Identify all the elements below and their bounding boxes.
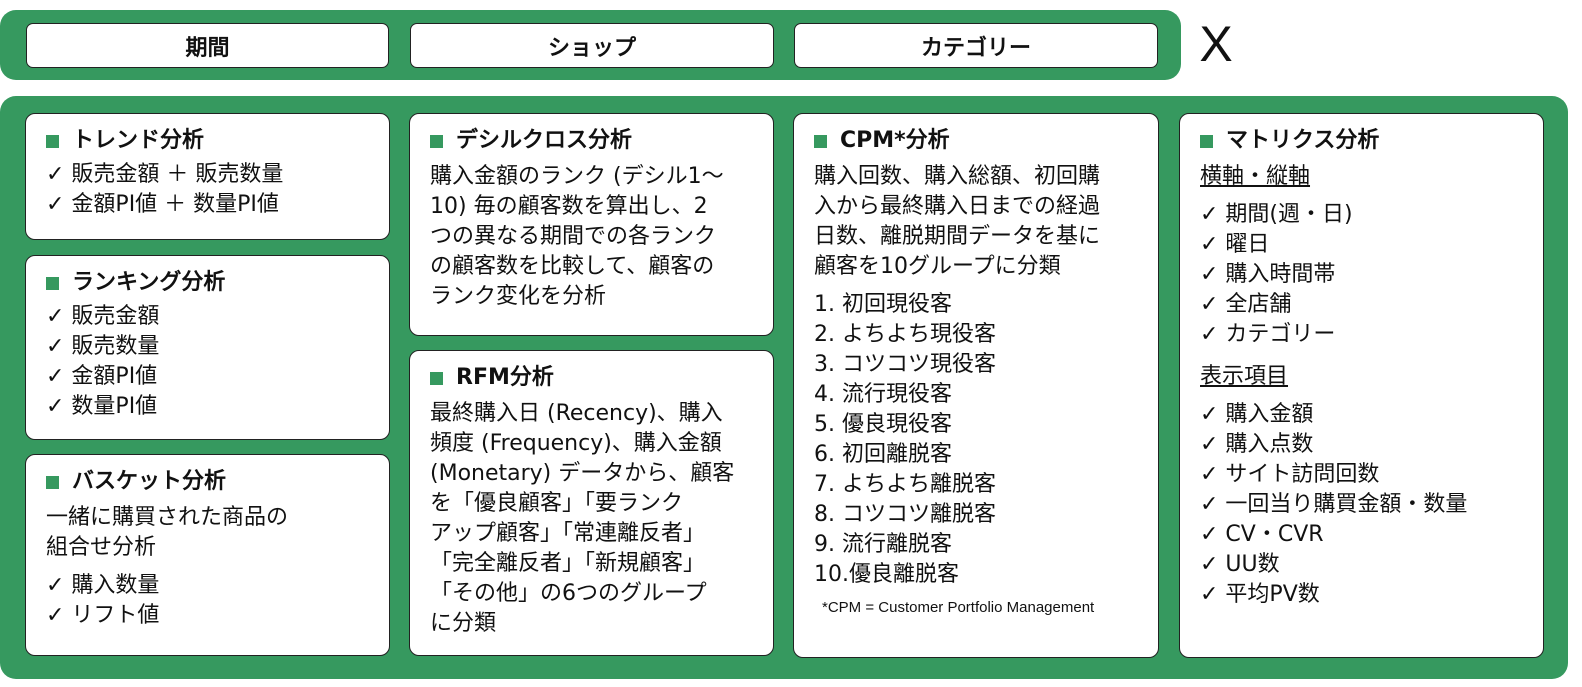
basket-description: 一緒に購買された商品の 組合せ分析: [46, 505, 289, 560]
list-item: ✓ 曜日: [1200, 232, 1270, 257]
list-item: ✓ UU数: [1200, 552, 1280, 577]
list-item: ✓ リフト値: [46, 603, 160, 628]
bullet-square-icon: [430, 134, 443, 148]
decile-description: 購入金額のランク (デシル1〜 10) 毎の顧客数を算出し、2 つの異なる期間で…: [430, 164, 724, 309]
cpm-card: CPM*分析 購入回数、購入総額、初回購 入から最終購入日までの経過 日数、離脱…: [793, 113, 1159, 658]
decile-card: デシルクロス分析 購入金額のランク (デシル1〜 10) 毎の顧客数を算出し、2…: [409, 113, 774, 336]
basket-card: バスケット分析 一緒に購買された商品の 組合せ分析 ✓ 購入数量 ✓ リフト値: [25, 454, 390, 656]
list-item: ✓ サイト訪問回数: [1200, 462, 1380, 487]
list-item: ✓ 期間(週・日): [1200, 202, 1353, 227]
close-icon[interactable]: X: [1199, 16, 1233, 72]
list-item: ✓ 購入数量: [46, 573, 160, 598]
bullet-square-icon: [430, 371, 443, 385]
list-item: 10.優良離脱客: [814, 562, 959, 587]
rfm-title: RFM分析: [430, 361, 773, 395]
matrix-title: マトリクス分析: [1200, 124, 1543, 158]
bullet-square-icon: [46, 475, 59, 489]
list-item: ✓ 全店舗: [1200, 292, 1292, 317]
ranking-card: ランキング分析 ✓ 販売金額 ✓ 販売数量 ✓ 金額PI値 ✓ 数量PI値: [25, 255, 390, 440]
list-item: ✓ CV・CVR: [1200, 522, 1324, 547]
list-item: 8. コツコツ離脱客: [814, 502, 996, 527]
cpm-description: 購入回数、購入総額、初回購 入から最終購入日までの経過 日数、離脱期間データを基…: [814, 164, 1101, 279]
list-item: ✓ 購入金額: [1200, 402, 1314, 427]
decile-title: デシルクロス分析: [430, 124, 773, 158]
list-item: ✓ 購入時間帯: [1200, 262, 1336, 287]
list-item: ✓ カテゴリー: [1200, 322, 1336, 347]
filter-shop-button[interactable]: ショップ: [410, 23, 774, 68]
list-item: 7. よちよち離脱客: [814, 472, 996, 497]
basket-title: バスケット分析: [46, 465, 389, 499]
list-item: ✓ 購入点数: [1200, 432, 1314, 457]
bullet-square-icon: [1200, 134, 1213, 148]
list-item: ✓ 平均PV数: [1200, 582, 1320, 607]
list-item: ✓ 金額PI値: [46, 364, 158, 389]
bullet-square-icon: [46, 276, 59, 290]
filter-period-button[interactable]: 期間: [26, 23, 389, 68]
list-item: 9. 流行離脱客: [814, 532, 952, 557]
list-item: 5. 優良現役客: [814, 412, 952, 437]
matrix-axis-heading: 横軸・縦軸: [1200, 164, 1311, 189]
cpm-title: CPM*分析: [814, 124, 1158, 158]
rfm-description: 最終購入日 (Recency)、購入 頻度 (Frequency)、購入金額 (…: [430, 401, 735, 636]
bullet-square-icon: [46, 134, 59, 148]
trend-title: トレンド分析: [46, 124, 389, 158]
list-item: ✓ 一回当り購買金額・数量: [1200, 492, 1468, 517]
list-item: ✓ 販売数量: [46, 334, 160, 359]
list-item: 6. 初回離脱客: [814, 442, 952, 467]
matrix-card: マトリクス分析 横軸・縦軸 ✓ 期間(週・日) ✓ 曜日 ✓ 購入時間帯 ✓ 全…: [1179, 113, 1544, 658]
ranking-title: ランキング分析: [46, 266, 389, 300]
trend-card: トレンド分析 ✓ 販売金額 ＋ 販売数量 ✓ 金額PI値 ＋ 数量PI値: [25, 113, 390, 240]
list-item: ✓ 販売金額: [46, 304, 160, 329]
list-item: 2. よちよち現役客: [814, 322, 996, 347]
list-item: ✓ 金額PI値 ＋ 数量PI値: [46, 192, 279, 217]
list-item: 3. コツコツ現役客: [814, 352, 996, 377]
list-item: ✓ 販売金額 ＋ 販売数量: [46, 162, 284, 187]
rfm-card: RFM分析 最終購入日 (Recency)、購入 頻度 (Frequency)、…: [409, 350, 774, 656]
list-item: 1. 初回現役客: [814, 292, 952, 317]
list-item: 4. 流行現役客: [814, 382, 952, 407]
list-item: ✓ 数量PI値: [46, 394, 158, 419]
bullet-square-icon: [814, 134, 827, 148]
filter-category-button[interactable]: カテゴリー: [794, 23, 1158, 68]
cpm-footnote: *CPM = Customer Portfolio Management: [822, 599, 1095, 616]
matrix-display-heading: 表示項目: [1200, 364, 1289, 389]
